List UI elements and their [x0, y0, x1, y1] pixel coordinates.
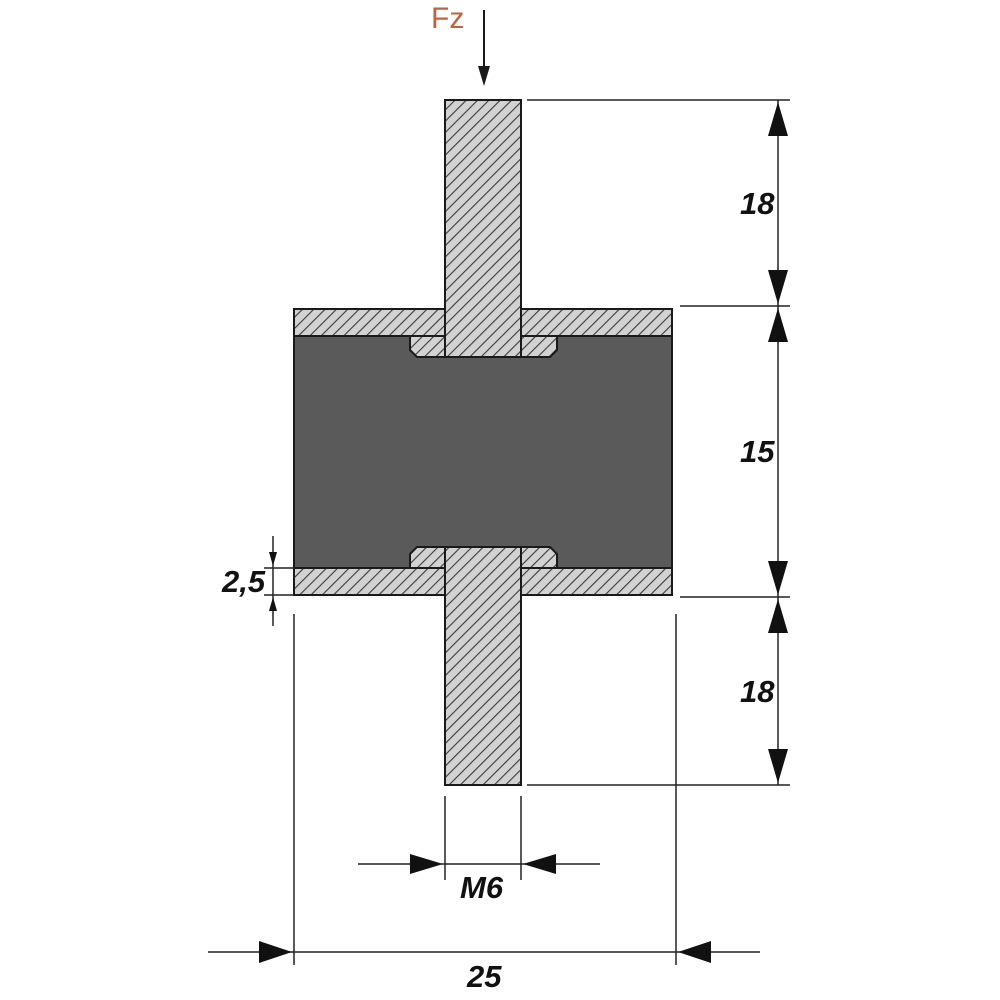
- force-arrow: [478, 10, 490, 86]
- thread-dimension: [358, 796, 600, 880]
- dim-diameter: 25: [466, 959, 502, 994]
- vertical-dimension-line: [768, 100, 788, 785]
- force-label: Fz: [431, 2, 464, 35]
- dim-plate-thickness: 2,5: [221, 564, 266, 599]
- right-extension-lines: [527, 99, 790, 786]
- top-stud: [444, 99, 522, 358]
- rubber-body: [293, 335, 673, 569]
- plate-thickness-dimension: [264, 536, 294, 626]
- bottom-stud: [444, 546, 522, 786]
- dim-top-stud-length: 18: [740, 186, 775, 221]
- diameter-dimension: [208, 614, 760, 965]
- dim-rubber-height: 15: [740, 434, 775, 469]
- dim-bottom-stud-length: 18: [740, 674, 775, 709]
- dim-thread: M6: [460, 870, 504, 905]
